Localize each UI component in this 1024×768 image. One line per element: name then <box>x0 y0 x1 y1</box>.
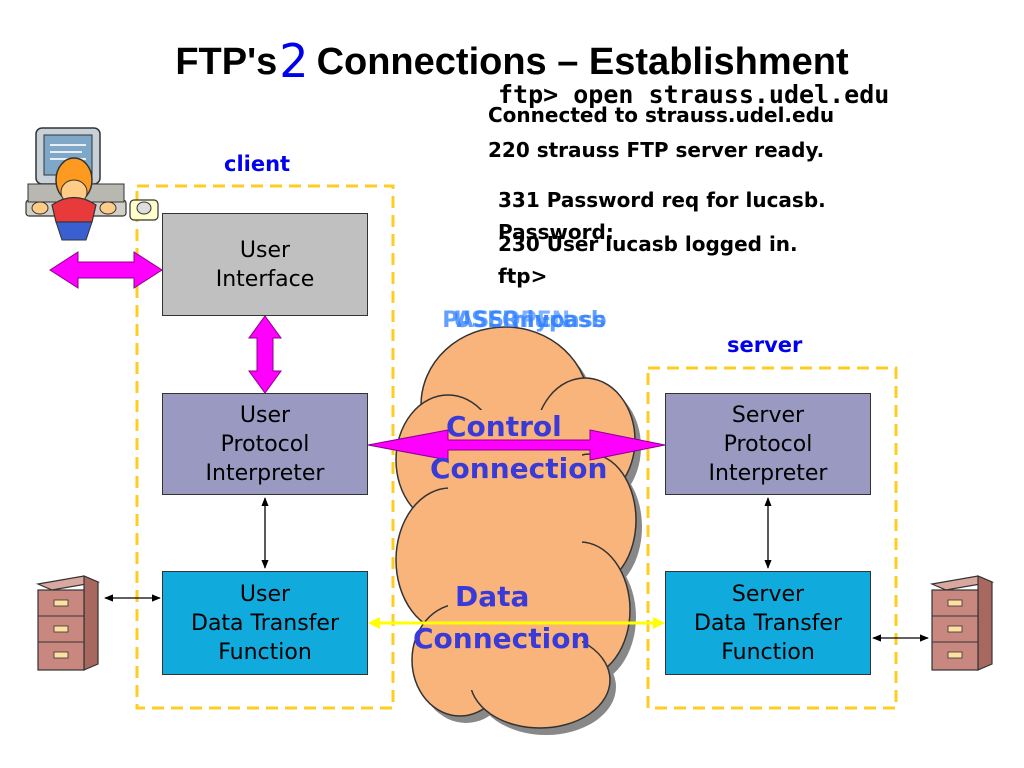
title-number: 2 <box>279 34 309 88</box>
user-data-transfer-function-box: User Data Transfer Function <box>162 571 368 675</box>
server-label: server <box>727 333 803 357</box>
box-line: Server <box>731 581 805 607</box>
data-connection-line <box>368 617 665 629</box>
box-line: Protocol <box>220 431 310 457</box>
box-line: Server <box>731 402 805 428</box>
box-line: User <box>239 237 291 263</box>
terminal-line: Password: <box>498 220 614 244</box>
data-connection-label-2: Connection <box>413 622 591 655</box>
title-rest: Connections – Establishment <box>316 41 849 83</box>
terminal-line: 331 Password req for lucasb. <box>498 188 826 212</box>
terminal-command: ftp> open strauss.udel.edu <box>498 80 890 109</box>
terminal-line: ftp> <box>498 264 548 288</box>
ui-to-pi-arrow <box>248 315 282 394</box>
box-line: User <box>239 581 291 607</box>
terminal-line: 230 User lucasb logged in. <box>498 232 798 256</box>
box-line: Interface <box>215 266 315 292</box>
cloud-icon <box>395 326 642 735</box>
box-line: Interpreter <box>205 460 325 486</box>
terminal-line: 220 strauss FTP server ready. <box>488 138 825 162</box>
protocol-command-label: OPEN <box>501 308 571 333</box>
control-connection-label-2: Connection <box>430 452 608 485</box>
box-line: Function <box>218 639 312 665</box>
file-cabinet-icon <box>929 575 995 671</box>
box-line: Data Transfer <box>694 610 842 636</box>
data-connection-label: Data <box>455 580 530 613</box>
server-protocol-interpreter-box: Server Protocol Interpreter <box>665 393 871 495</box>
control-connection-label: Control <box>446 410 562 443</box>
server-region <box>646 366 898 710</box>
user-interface-box: User Interface <box>162 213 368 316</box>
box-line: Protocol <box>723 431 813 457</box>
user-at-computer-icon <box>25 127 159 241</box>
box-line: Function <box>721 639 815 665</box>
user-protocol-interpreter-box: User Protocol Interpreter <box>162 393 368 495</box>
client-label: client <box>224 152 291 176</box>
protocol-command-label: USER lucasb <box>453 308 607 333</box>
file-cabinet-icon <box>35 575 101 671</box>
box-line: User <box>239 402 291 428</box>
server-data-transfer-function-box: Server Data Transfer Function <box>665 571 871 675</box>
title-text: FTP's <box>175 41 278 83</box>
box-line: Interpreter <box>708 460 828 486</box>
user-interface-arrow <box>49 251 163 289</box>
terminal-line: Connected to strauss.udel.edu <box>488 103 835 127</box>
protocol-command-label: PASS mypass <box>442 308 606 333</box>
box-line: Data Transfer <box>191 610 339 636</box>
